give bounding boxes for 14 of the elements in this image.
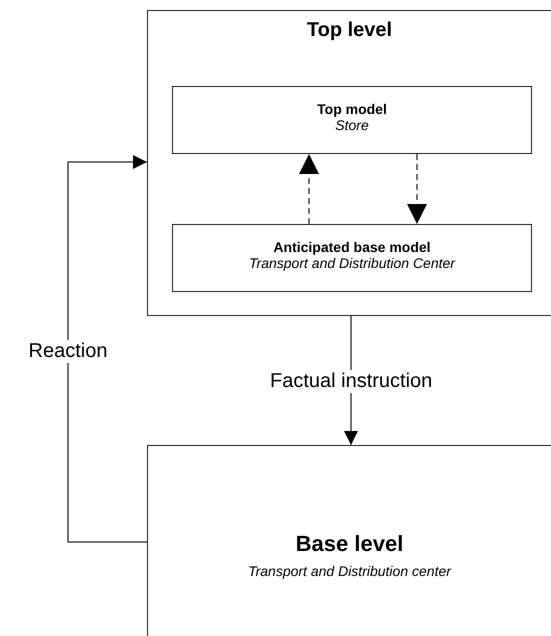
node-subtitle: Transport and Distribution Center (249, 255, 455, 271)
level-container (147, 10, 551, 316)
node-title: Top level (306, 18, 392, 42)
node-subtitle: Store (335, 117, 369, 133)
level-container (147, 445, 551, 636)
arrow (407, 154, 427, 224)
arrow (299, 154, 319, 224)
arrow (68, 155, 148, 542)
node-subtitle: Transport and Distribution center (248, 562, 451, 579)
model-box (172, 86, 532, 154)
node-title: Anticipated base model (273, 238, 431, 255)
node-title: Base level (296, 530, 404, 557)
model-box (172, 224, 532, 292)
node-title: Top model (317, 100, 387, 117)
